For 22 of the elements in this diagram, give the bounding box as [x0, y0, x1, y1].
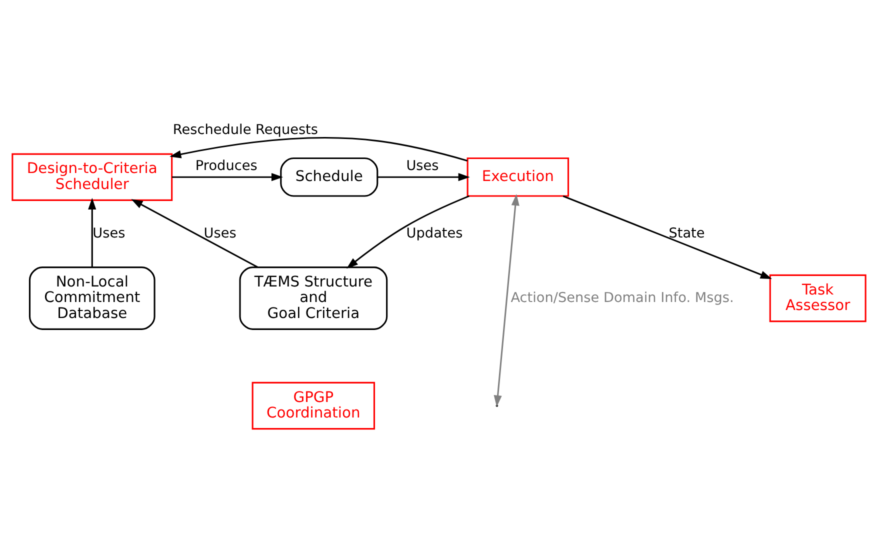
arrow [172, 173, 284, 182]
node-box: Design-to-Criteria Scheduler [12, 153, 173, 201]
node-box: Execution [466, 157, 570, 197]
node-box: Schedule [280, 157, 378, 197]
edge-label: Uses [406, 158, 439, 174]
node-box: Non-Local Commitment Database [28, 266, 156, 330]
arrow [131, 199, 258, 268]
node-box: GPGP Coordination [252, 382, 376, 430]
edge-label: Updates [406, 225, 463, 242]
arrow [562, 195, 772, 279]
arrow [378, 173, 470, 182]
edge-label: Uses [92, 225, 126, 242]
node-box: Task Assessor [769, 274, 866, 322]
edge-label: Reschedule Requests [172, 122, 318, 138]
edge-label: State [668, 225, 705, 242]
arrow [88, 198, 96, 268]
arrow [170, 137, 468, 162]
edge-label: Action/Sense Domain Info. Msgs. [510, 290, 734, 306]
arrow [346, 195, 470, 269]
edge-label: Produces [195, 158, 258, 174]
edge-label: Uses [204, 225, 236, 242]
node-box: TÆMS Structure and Goal Criteria [239, 266, 388, 330]
